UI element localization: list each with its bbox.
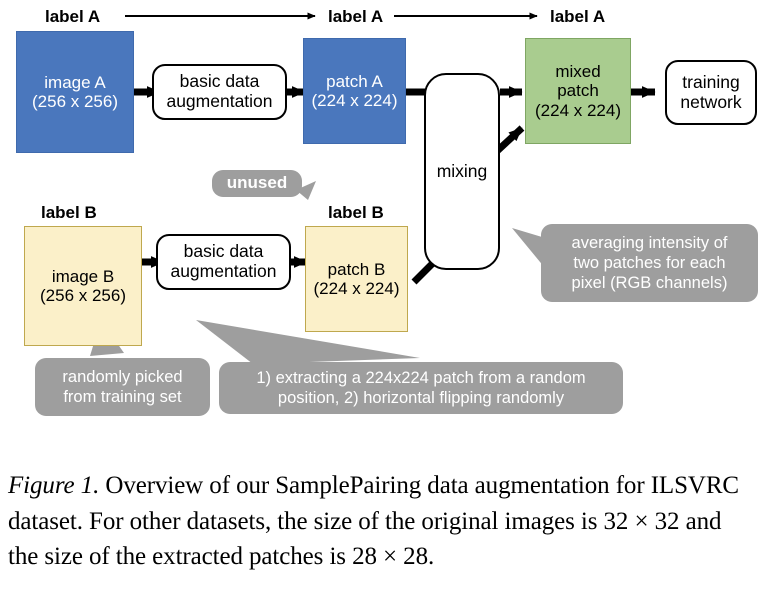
- diagram-figure: label A label A label A label B label B …: [16, 7, 758, 416]
- node-patch-a-line1: patch A: [326, 71, 383, 91]
- node-patch-b-line2: (224 x 224): [313, 279, 400, 298]
- node-aug-b-line2: augmentation: [170, 261, 277, 281]
- callout-randomly-picked-line2: from training set: [63, 388, 182, 406]
- node-image-a-line2: (256 x 256): [32, 92, 118, 111]
- node-aug-a-line1: basic data: [179, 71, 260, 92]
- node-basic-augmentation-a: basic data augmentation: [152, 64, 287, 120]
- node-image-b: image B (256 x 256): [24, 226, 142, 346]
- unused-callout-tail: [296, 181, 316, 200]
- flow-label-b-2: label B: [328, 203, 384, 222]
- node-mixed-patch-line2: patch: [557, 81, 599, 101]
- callout-averaging-line2: two patches for each: [573, 253, 726, 272]
- node-basic-augmentation-b: basic data augmentation: [156, 234, 291, 290]
- callout-averaging-line1: averaging intensity of: [571, 233, 728, 252]
- node-mixed-patch: mixed patch (224 x 224): [525, 38, 631, 144]
- node-aug-b-line1: basic data: [183, 241, 264, 262]
- callout-unused: unused: [212, 170, 302, 197]
- node-image-b-line2: (256 x 256): [40, 286, 126, 305]
- node-training-network: training network: [665, 60, 757, 125]
- node-image-b-line1: image B: [51, 266, 115, 286]
- flow-label-a-2: label A: [328, 7, 384, 26]
- callout-extracting-patch: 1) extracting a 224x224 patch from a ran…: [219, 362, 623, 414]
- callout-randomly-picked-line1: randomly picked: [62, 367, 183, 386]
- callout-averaging-line3: pixel (RGB channels): [571, 274, 728, 293]
- node-training-network-line1: training: [682, 71, 740, 92]
- extracting-callout-tail: [196, 320, 420, 364]
- arrow-mixing-to-mixed-bottom: [493, 125, 525, 155]
- arrow-patchb-to-mixing: [411, 259, 437, 285]
- node-mixing: mixing: [424, 73, 500, 270]
- callout-averaging-intensity: averaging intensity of two patches for e…: [541, 224, 758, 302]
- figure-caption: Figure 1. Overview of our SamplePairing …: [8, 468, 748, 575]
- node-aug-a-line2: augmentation: [166, 91, 273, 111]
- node-mixing-label: mixing: [436, 160, 488, 181]
- callout-extracting-line1: 1) extracting a 224x224 patch from a ran…: [256, 368, 586, 387]
- node-mixed-patch-line1: mixed: [555, 62, 601, 82]
- flow-label-a-3: label A: [550, 7, 606, 26]
- caption-text: Overview of our SamplePairing data augme…: [8, 472, 740, 570]
- caption-figure-label: Figure 1.: [8, 472, 100, 499]
- node-image-a: image A (256 x 256): [16, 31, 134, 153]
- node-patch-b: patch B (224 x 224): [305, 226, 408, 332]
- node-patch-a-line2: (224 x 224): [311, 91, 398, 110]
- node-training-network-line2: network: [680, 91, 742, 112]
- node-patch-b-line1: patch B: [327, 259, 386, 279]
- flow-label-a-1: label A: [45, 7, 101, 26]
- flow-label-b-1: label B: [41, 203, 97, 222]
- callout-randomly-picked: randomly picked from training set: [35, 358, 210, 416]
- callout-unused-line1: unused: [226, 173, 288, 193]
- node-image-a-line1: image A: [44, 72, 106, 92]
- node-patch-a: patch A (224 x 224): [303, 38, 406, 144]
- callout-extracting-line2: position, 2) horizontal flipping randoml…: [277, 389, 565, 407]
- node-mixed-patch-line3: (224 x 224): [535, 100, 621, 120]
